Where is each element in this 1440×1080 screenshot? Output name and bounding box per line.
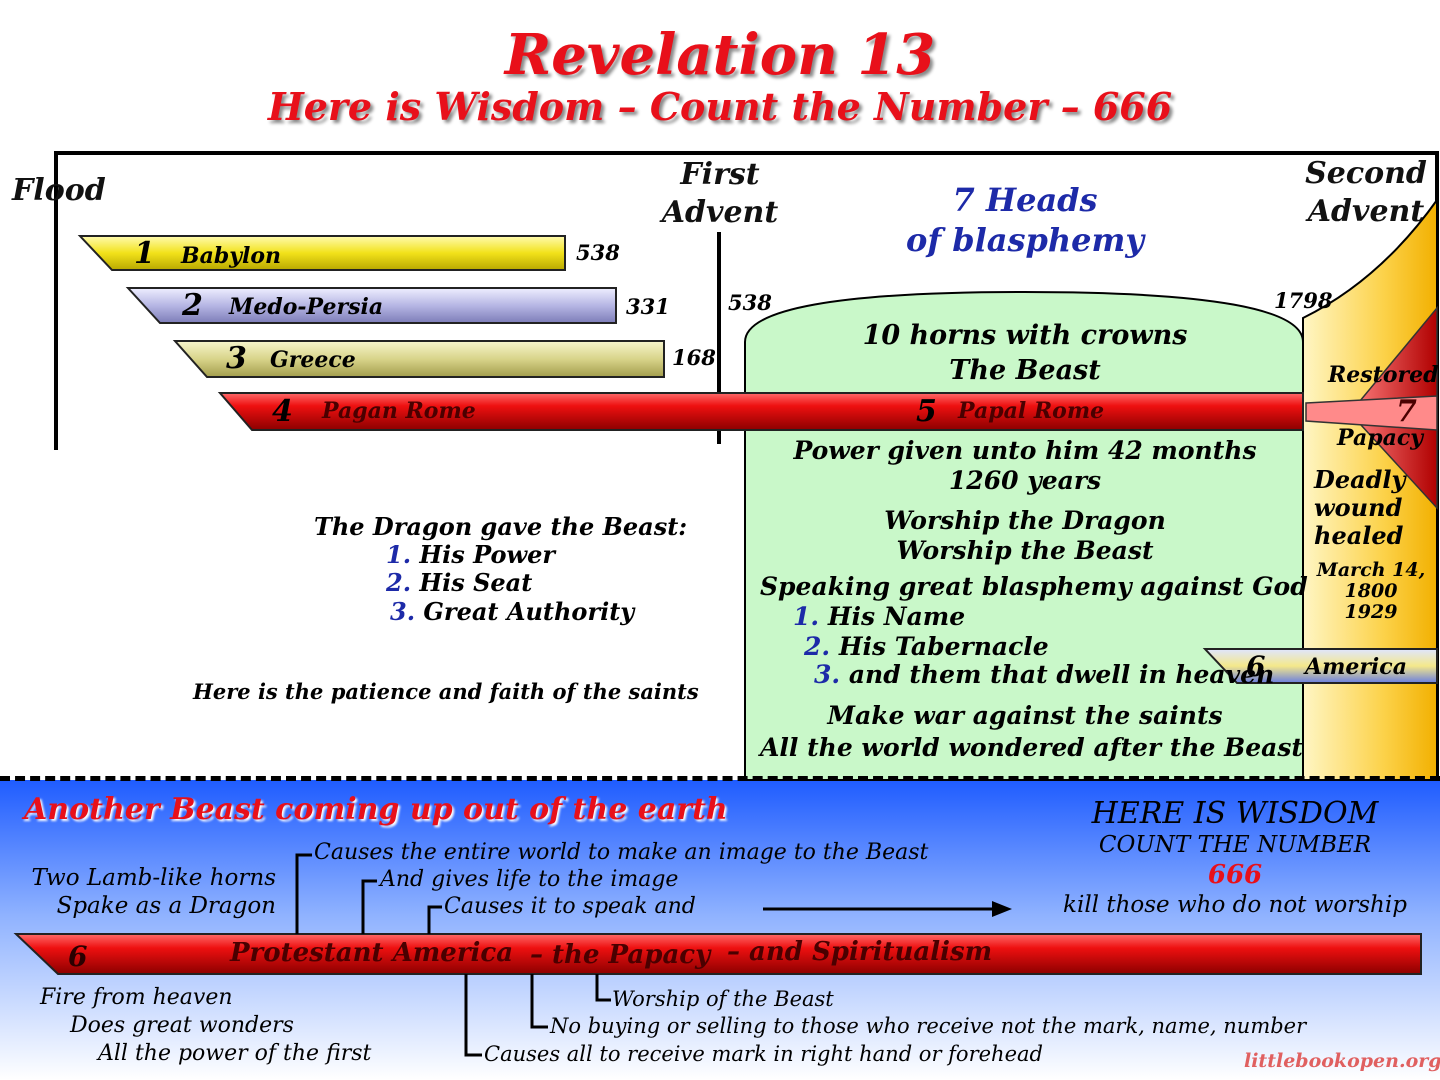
number-666: 666 bbox=[1207, 860, 1263, 890]
blasphemy-title: Speaking great blasphemy against God bbox=[760, 572, 1308, 601]
greece-label: Greece bbox=[270, 347, 356, 373]
power-of-first-text: All the power of the first bbox=[98, 1041, 372, 1066]
protestant-number: 6 bbox=[68, 940, 88, 973]
papal-rome-label: Papal Rome bbox=[958, 398, 1105, 424]
dragon-item-3: 3. Great Authority bbox=[390, 597, 635, 626]
papacy-bar-label: – the Papacy bbox=[530, 940, 711, 970]
another-beast-heading: Another Beast coming up out of the earth bbox=[24, 792, 728, 827]
section-divider bbox=[0, 776, 1440, 781]
connector-mark bbox=[464, 974, 482, 1057]
connector-speak bbox=[427, 905, 442, 934]
causes-speak-text: Causes it to speak and bbox=[444, 894, 696, 919]
rome-bar bbox=[217, 392, 1304, 431]
medo-persia-number: 2 bbox=[182, 288, 203, 323]
page-title: Revelation 13 bbox=[504, 22, 936, 88]
dragon-item-2: 2. His Seat bbox=[386, 568, 533, 597]
papal-rome-number: 5 bbox=[916, 394, 937, 429]
greece-number: 3 bbox=[226, 341, 247, 376]
medo-persia-year: 331 bbox=[626, 294, 670, 319]
dragon-item-1: 1. His Power bbox=[386, 540, 556, 569]
patience-text: Here is the patience and faith of the sa… bbox=[193, 679, 699, 704]
worship-beast-text: Worship of the Beast bbox=[612, 987, 834, 1011]
blasphemy-item-2: 2. His Tabernacle bbox=[804, 632, 1049, 661]
restored-label: Restored bbox=[1328, 362, 1439, 388]
flood-label: Flood bbox=[12, 173, 106, 208]
protestant-america-label: Protestant America bbox=[230, 938, 514, 968]
papal-end-year: 1798 bbox=[1274, 288, 1333, 313]
connector-buying bbox=[530, 974, 548, 1029]
fire-text: Fire from heaven bbox=[40, 985, 233, 1010]
no-buying-text: No buying or selling to those who receiv… bbox=[550, 1014, 1307, 1038]
restored-number: 7 bbox=[1396, 394, 1417, 429]
blasphemy-item-1: 1. His Name bbox=[793, 602, 966, 631]
causes-mark-text: Causes all to receive mark in right hand… bbox=[484, 1042, 1043, 1066]
pagan-rome-label: Pagan Rome bbox=[322, 398, 476, 424]
protestant-america-bar bbox=[13, 933, 1422, 975]
causes-image-text: Causes the entire world to make an image… bbox=[314, 840, 929, 865]
babylon-label: Babylon bbox=[181, 243, 282, 269]
blasphemy-item-3: 3. and them that dwell in heaven bbox=[814, 660, 1275, 689]
second-advent-area bbox=[1302, 196, 1438, 781]
kill-text: kill those who do not worship bbox=[1063, 892, 1407, 918]
babylon-year: 538 bbox=[576, 240, 620, 265]
spiritualism-label: – and Spiritualism bbox=[727, 937, 993, 967]
medo-persia-bar bbox=[125, 287, 617, 324]
greece-year: 168 bbox=[672, 345, 716, 370]
arrow-head bbox=[992, 901, 1012, 917]
count-number-text: COUNT THE NUMBER bbox=[1098, 832, 1372, 858]
lower-band bbox=[0, 780, 1440, 1080]
dragon-title: The Dragon gave the Beast: bbox=[314, 512, 688, 541]
medo-persia-label: Medo-Persia bbox=[229, 294, 384, 320]
greece-bar bbox=[172, 340, 665, 378]
restored-papacy-tip bbox=[1305, 395, 1438, 431]
connector-image bbox=[295, 853, 312, 934]
papacy-label: Papacy bbox=[1337, 425, 1424, 451]
connector-life bbox=[361, 879, 377, 934]
america-label: America bbox=[1305, 654, 1407, 680]
wonders-text: Does great wonders bbox=[70, 1013, 294, 1038]
site-watermark: littlebookopen.org bbox=[1244, 1050, 1440, 1072]
babylon-number: 1 bbox=[134, 236, 155, 271]
wisdom-heading: HERE IS WISDOM bbox=[1091, 796, 1379, 831]
pagan-rome-number: 4 bbox=[272, 394, 293, 429]
america-number: 6 bbox=[1246, 650, 1266, 683]
connector-worship bbox=[595, 974, 611, 1002]
america-bar bbox=[1202, 648, 1438, 684]
papal-start-year: 538 bbox=[728, 290, 772, 315]
page-subtitle: Here is Wisdom – Count the Number – 666 bbox=[267, 84, 1173, 129]
babylon-bar bbox=[77, 235, 566, 271]
gives-life-text: And gives life to the image bbox=[380, 867, 679, 892]
